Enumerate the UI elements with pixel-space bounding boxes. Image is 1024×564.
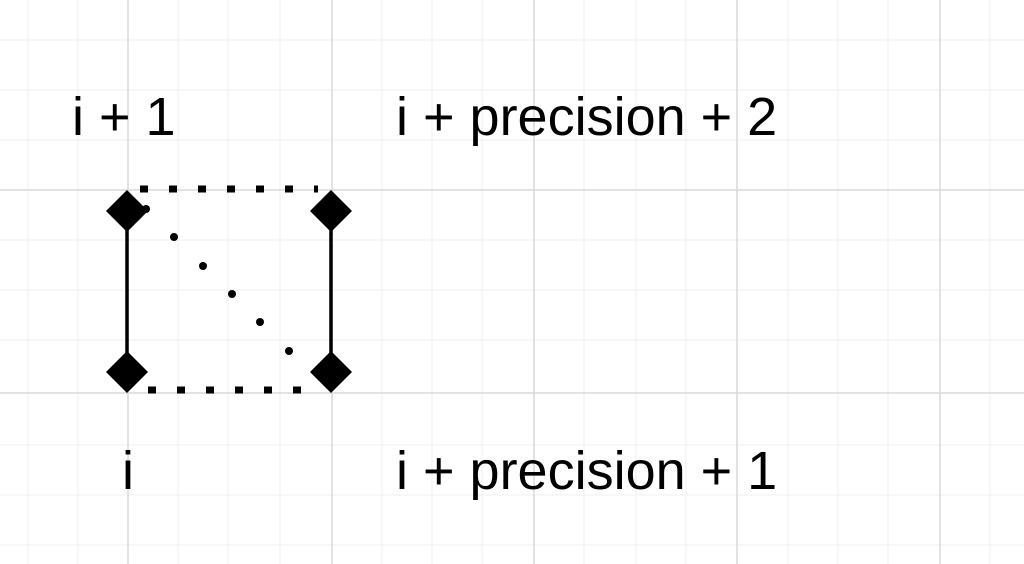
vertex-top-right-diamond xyxy=(310,190,352,232)
vertex-bottom-left-diamond xyxy=(106,351,148,393)
label-top-right: i + precision + 2 xyxy=(396,87,778,147)
diagonal-dotted-edge xyxy=(142,205,293,355)
label-bottom-left: i xyxy=(122,441,134,501)
vertex-top-left-diamond xyxy=(106,190,148,232)
label-top-left: i + 1 xyxy=(72,87,176,147)
vertex-bottom-right-diamond xyxy=(310,351,352,393)
label-bottom-right: i + precision + 1 xyxy=(396,441,778,501)
